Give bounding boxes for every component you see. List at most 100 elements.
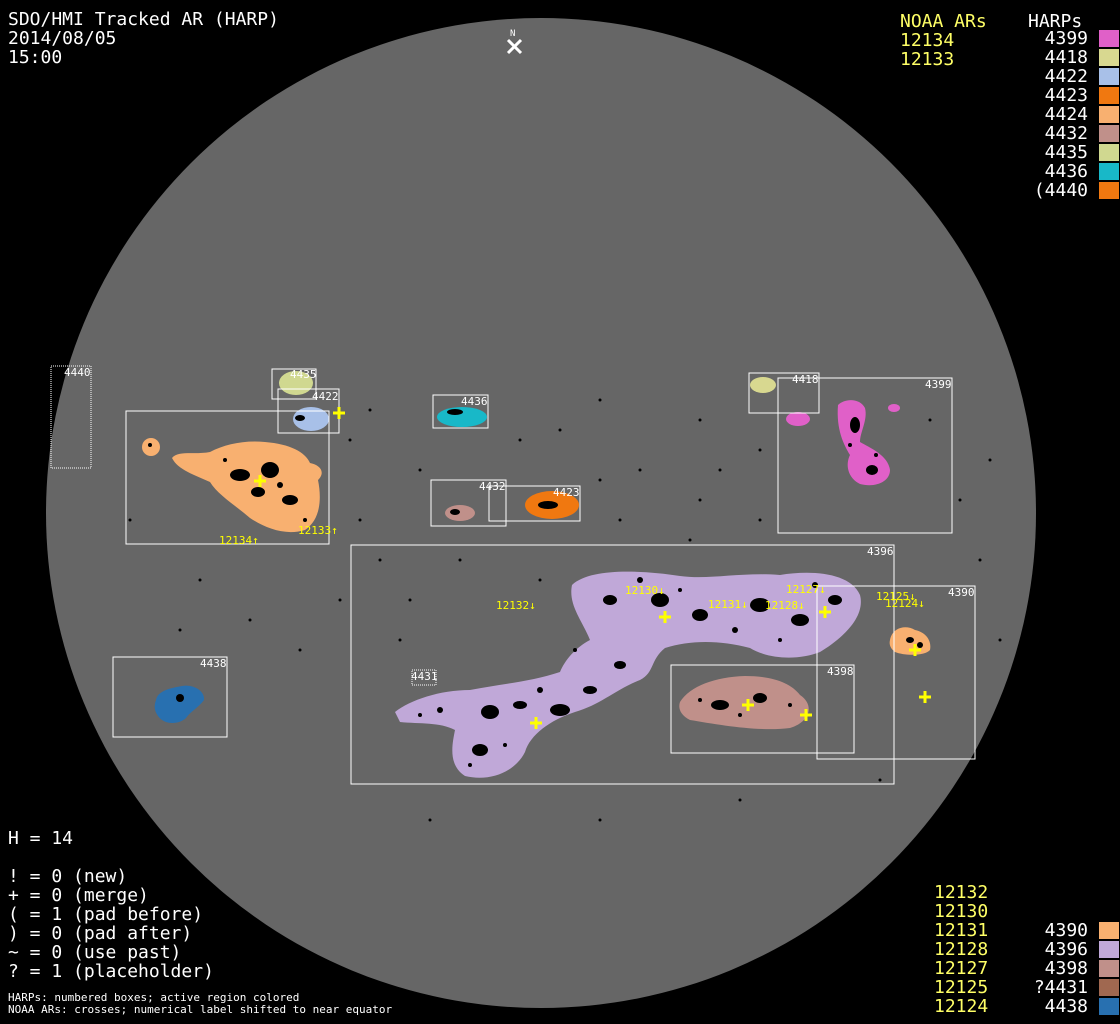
stat-use-past: ~ = 0 (use past) bbox=[8, 942, 182, 963]
ar-label-12131: 12131↓ bbox=[708, 598, 748, 611]
top-harp-label: 4423 bbox=[1044, 85, 1088, 106]
region-4418 bbox=[750, 377, 776, 393]
noaa-legend-item: 12127 bbox=[934, 958, 989, 979]
harp-count: H = 14 bbox=[8, 828, 74, 849]
footnote-noaa: NOAA ARs: crosses; numerical label shift… bbox=[8, 1003, 393, 1016]
harp-color-swatch bbox=[1099, 182, 1119, 199]
harp-box-4432[interactable] bbox=[430, 479, 507, 527]
noaa-legend-item: 12125 bbox=[934, 977, 989, 998]
ar-label-12127: 12127↓ bbox=[786, 583, 826, 596]
harp-color-swatch bbox=[1099, 163, 1119, 180]
ar-label-12132: 12132↓ bbox=[496, 599, 536, 612]
stat-new: ! = 0 (new) bbox=[8, 866, 128, 887]
box-label-4398: 4398 bbox=[827, 665, 854, 678]
noaa-legend-item: 12130 bbox=[934, 901, 989, 922]
harp-box-4398[interactable] bbox=[670, 664, 855, 754]
top-harp-label: 4435 bbox=[1044, 142, 1088, 163]
harp-box-4436[interactable] bbox=[432, 394, 489, 429]
ar-label-12128: 12128↓ bbox=[765, 599, 805, 612]
ar-label-12133: 12133↑ bbox=[298, 524, 338, 537]
box-label-4399: 4399 bbox=[925, 378, 952, 391]
noaa-ar-labels: 12134↑ 12133↑ 12132↓ 12130↓ 12131↓ 12128… bbox=[219, 524, 925, 612]
north-marker-icon bbox=[506, 38, 523, 55]
top-harp-label: 4432 bbox=[1044, 123, 1088, 144]
cross-icon bbox=[909, 644, 921, 656]
box-label-4423: 4423 bbox=[553, 486, 580, 499]
harp-color-swatch bbox=[1099, 87, 1119, 104]
box-label-4422: 4422 bbox=[312, 390, 339, 403]
bottom-harp-label: 4396 bbox=[1044, 939, 1088, 960]
stat-placeholder: ? = 1 (placeholder) bbox=[8, 961, 214, 982]
harp-box-labels: 4440 4435 4422 4436 4432 4423 4418 4399 … bbox=[64, 366, 975, 683]
ar-label-12125: 12125↓ bbox=[876, 590, 916, 603]
bottom-harp-label: 4398 bbox=[1044, 958, 1088, 979]
harp-color-swatch bbox=[1099, 922, 1119, 939]
bottom-harp-label: ?4431 bbox=[1033, 977, 1088, 998]
harp-color-swatch bbox=[1099, 998, 1119, 1015]
harp-color-swatch bbox=[1099, 49, 1119, 66]
noaa-legend-item: 12128 bbox=[934, 939, 989, 960]
stat-pad-after: ) = 0 (pad after) bbox=[8, 923, 193, 944]
noaa-legend-item: 12134 bbox=[900, 30, 955, 51]
region-4424-small bbox=[142, 438, 160, 456]
top-harp-label: 4436 bbox=[1044, 161, 1088, 182]
footnote-harps: HARPs: numbered boxes; active region col… bbox=[8, 991, 300, 1004]
noaa-crosses bbox=[254, 407, 931, 729]
harp-box-4438[interactable] bbox=[112, 656, 228, 738]
harp-color-swatch bbox=[1099, 979, 1119, 996]
box-label-4438: 4438 bbox=[200, 657, 227, 670]
harp-box-4440[interactable] bbox=[50, 365, 92, 469]
cross-icon bbox=[530, 717, 542, 729]
noaa-legend-item: 12131 bbox=[934, 920, 989, 941]
harp-box-4435[interactable] bbox=[271, 368, 317, 400]
region-4398 bbox=[679, 676, 809, 730]
box-label-4396: 4396 bbox=[867, 545, 894, 558]
harp-box-4390[interactable] bbox=[816, 585, 976, 760]
region-4399-b bbox=[786, 412, 810, 426]
box-label-4432: 4432 bbox=[479, 480, 506, 493]
cross-icon bbox=[919, 691, 931, 703]
harp-box-4418[interactable] bbox=[748, 372, 820, 414]
cross-icon bbox=[254, 475, 266, 487]
top-harp-label: 4399 bbox=[1044, 28, 1088, 49]
stat-pad-before: ( = 1 (pad before) bbox=[8, 904, 204, 925]
harp-color-swatch bbox=[1099, 144, 1119, 161]
cross-icon bbox=[659, 611, 671, 623]
stat-merge: + = 0 (merge) bbox=[8, 885, 149, 906]
noaa-legend-title: NOAA ARs bbox=[900, 11, 987, 32]
region-4396 bbox=[395, 571, 861, 778]
box-label-4435: 4435 bbox=[290, 368, 317, 381]
harp-box-4431[interactable] bbox=[411, 669, 437, 686]
bottom-harp-label: 4438 bbox=[1044, 996, 1088, 1017]
cross-icon bbox=[819, 606, 831, 618]
north-label: N bbox=[510, 29, 515, 39]
ar-label-12134: 12134↑ bbox=[219, 534, 259, 547]
ar-label-12124: 12124↓ bbox=[885, 597, 925, 610]
top-harp-label: 4424 bbox=[1044, 104, 1088, 125]
top-harp-label: 4422 bbox=[1044, 66, 1088, 87]
box-label-4390: 4390 bbox=[948, 586, 975, 599]
harp-box-4396[interactable] bbox=[350, 544, 895, 785]
box-label-4440: 4440 bbox=[64, 366, 91, 379]
noaa-legend-item: 12124 bbox=[934, 996, 989, 1017]
harp-box-4399[interactable] bbox=[777, 377, 953, 534]
top-harp-label: 4418 bbox=[1044, 47, 1088, 68]
box-label-4418: 4418 bbox=[792, 373, 819, 386]
harp-box-4424[interactable] bbox=[125, 410, 330, 545]
box-label-4436: 4436 bbox=[461, 395, 488, 408]
cross-icon bbox=[800, 709, 812, 721]
region-4438 bbox=[154, 685, 205, 723]
region-4436 bbox=[437, 407, 487, 427]
harp-boxes bbox=[50, 365, 976, 785]
harp-box-4423[interactable] bbox=[488, 485, 581, 522]
cross-icon bbox=[742, 699, 754, 711]
region-4432 bbox=[445, 505, 475, 521]
cross-icon bbox=[333, 407, 345, 419]
harp-color-swatch bbox=[1099, 30, 1119, 47]
region-4422 bbox=[293, 407, 329, 431]
box-label-4431: 4431 bbox=[411, 670, 438, 683]
sunspots bbox=[128, 398, 1002, 822]
ar-label-12130: 12130↓ bbox=[625, 584, 665, 597]
